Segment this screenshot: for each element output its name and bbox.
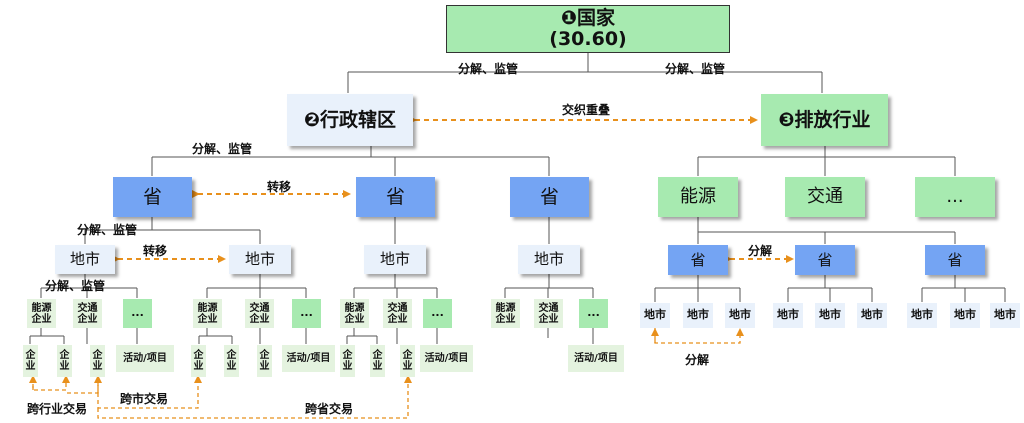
national-label: ❶国家	[560, 7, 616, 30]
sector-city-1: 地市	[640, 303, 670, 328]
decompose-label-2: 分解	[685, 353, 710, 367]
admin-region-node: ❷行政辖区	[287, 94, 413, 146]
transport-enterprise-2: 交通企业	[245, 299, 274, 328]
decompose-supervise-label-3: 分解、监管	[192, 142, 253, 156]
sector-more: ...	[915, 177, 995, 217]
sector-city-8: 地市	[950, 303, 980, 328]
city-node-3: 地市	[364, 245, 426, 274]
enterprise-1: 企业	[23, 345, 38, 377]
enterprise-4: 企业	[191, 345, 206, 377]
transport-enterprise-3: 交通企业	[383, 299, 412, 328]
enterprise-7: 企业	[340, 345, 355, 377]
sector-transport: 交通	[785, 177, 865, 217]
sector-city-2: 地市	[683, 303, 713, 328]
energy-enterprise-2: 能源企业	[193, 299, 222, 328]
decompose-supervise-label-2: 分解、监管	[665, 62, 726, 76]
city-node-4: 地市	[518, 245, 580, 274]
sector-city-4: 地市	[773, 303, 803, 328]
city-node-1: 地市	[55, 245, 115, 274]
emission-industry-node: ❸排放行业	[761, 94, 888, 146]
enterprise-9: 企业	[400, 345, 415, 377]
activity-4: 活动/项目	[568, 345, 624, 372]
sector-city-5: 地市	[815, 303, 845, 328]
energy-enterprise-3: 能源企业	[340, 299, 369, 328]
cross-province-label: 跨省交易	[305, 402, 354, 416]
decompose-supervise-label-5: 分解、监管	[45, 279, 106, 293]
energy-enterprise-1: 能源企业	[27, 299, 56, 328]
enterprise-3: 企业	[90, 345, 105, 377]
sector-energy: 能源	[658, 177, 738, 217]
province-node-1: 省	[113, 177, 192, 217]
enterprise-5: 企业	[224, 345, 239, 377]
sector-province-1: 省	[668, 245, 728, 275]
cross-industry-label: 跨行业交易	[27, 402, 88, 416]
ellipsis-node-1: ...	[123, 299, 152, 328]
decompose-supervise-label-1: 分解、监管	[458, 62, 519, 76]
sector-province-2: 省	[795, 245, 855, 275]
energy-enterprise-4: 能源企业	[491, 299, 520, 328]
province-node-3: 省	[510, 177, 589, 217]
cross-city-label: 跨市交易	[120, 392, 169, 406]
province-node-2: 省	[356, 177, 435, 217]
transport-enterprise-1: 交通企业	[73, 299, 102, 328]
enterprise-2: 企业	[57, 345, 72, 377]
sector-city-3: 地市	[725, 303, 755, 328]
national-node: ❶国家 (30.60)	[446, 5, 730, 53]
decompose-label-1: 分解	[748, 244, 773, 258]
transport-enterprise-4: 交通企业	[534, 299, 563, 328]
sector-city-7: 地市	[907, 303, 937, 328]
transfer-label-2: 转移	[143, 244, 168, 258]
ellipsis-node-3: ...	[423, 299, 452, 328]
sector-city-6: 地市	[857, 303, 887, 328]
national-quota: (30.60)	[549, 28, 627, 50]
activity-1: 活动/项目	[116, 345, 174, 372]
overlap-label: 交织重叠	[562, 103, 611, 117]
decompose-supervise-label-4: 分解、监管	[77, 223, 138, 237]
ellipsis-node-2: ...	[292, 299, 321, 328]
activity-3: 活动/项目	[420, 345, 473, 372]
city-node-2: 地市	[229, 245, 291, 274]
activity-2: 活动/项目	[282, 345, 335, 372]
ellipsis-node-4: ...	[579, 299, 608, 328]
sector-city-9: 地市	[990, 303, 1020, 328]
enterprise-8: 企业	[370, 345, 385, 377]
sector-province-3: 省	[925, 245, 985, 275]
transfer-label-1: 转移	[267, 180, 292, 194]
enterprise-6: 企业	[257, 345, 272, 377]
